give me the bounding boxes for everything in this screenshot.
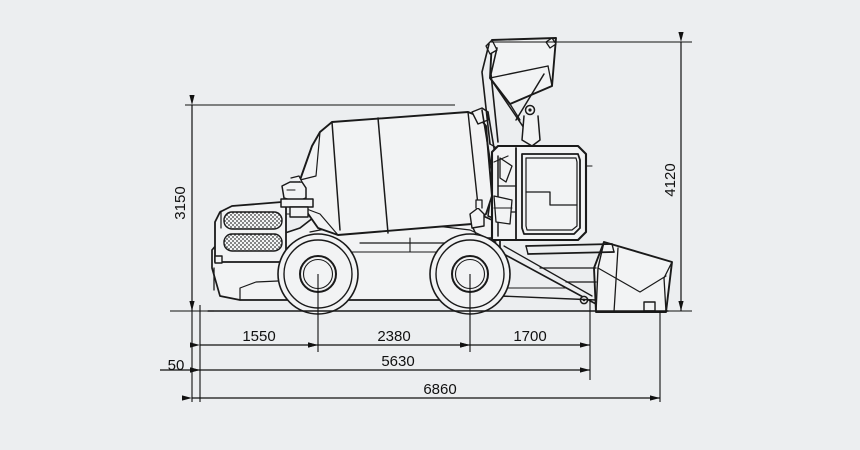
dim-label-4120: 4120 xyxy=(662,163,679,196)
dim-label-1550: 1550 xyxy=(242,328,275,345)
operator-cab xyxy=(471,144,593,242)
loading-hopper xyxy=(481,37,557,151)
machine-drawing xyxy=(207,37,673,315)
mixer-drum xyxy=(299,111,493,236)
dim-label-5630: 5630 xyxy=(381,353,414,370)
dim-label-1700: 1700 xyxy=(513,328,546,345)
dim-label-2380: 2380 xyxy=(377,328,410,345)
drum-drive-motor xyxy=(280,175,314,218)
dimension-lines xyxy=(160,32,692,402)
dim-label-50: 50 xyxy=(168,357,185,374)
dim-label-6860: 6860 xyxy=(423,381,456,398)
dim-label-3150: 3150 xyxy=(172,186,189,219)
